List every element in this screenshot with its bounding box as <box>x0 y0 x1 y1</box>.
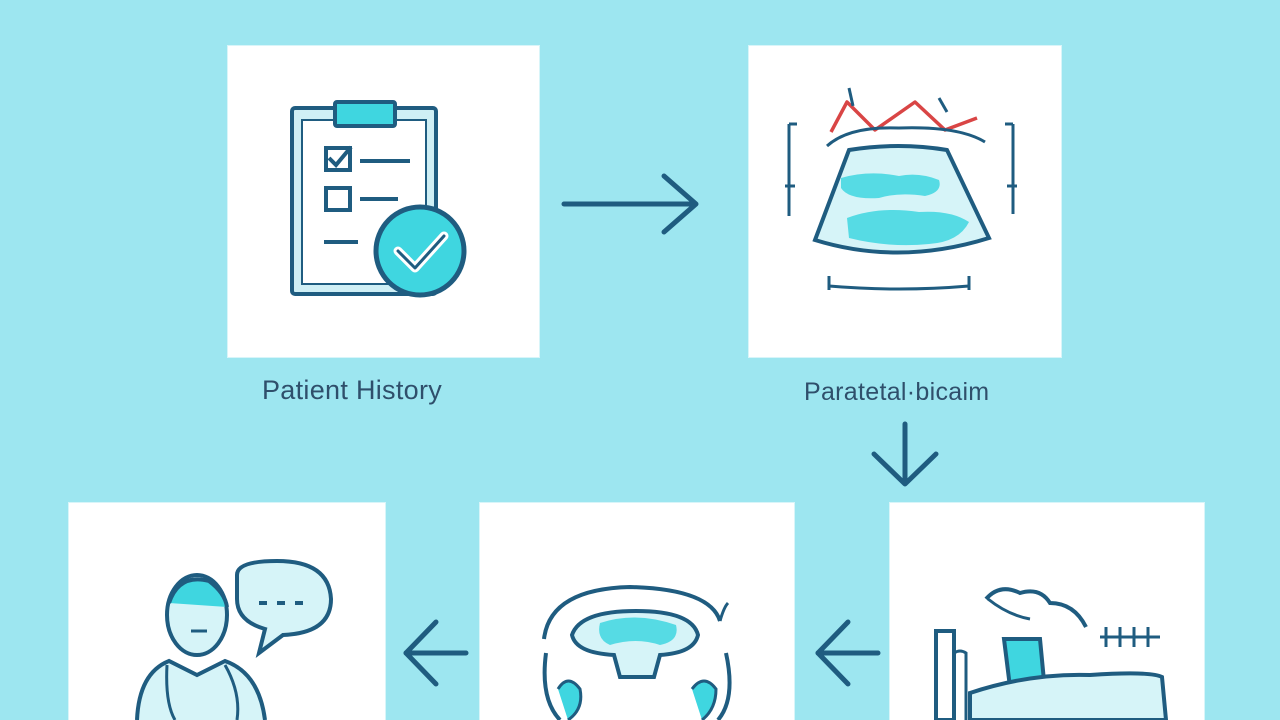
arrow-left-icon <box>815 619 881 687</box>
ultrasound-exam-icon <box>785 87 1017 291</box>
step-organ-card <box>480 503 794 720</box>
step-scan-card <box>890 503 1204 720</box>
step-consultation-card <box>69 503 385 720</box>
step-exam-card <box>749 46 1061 357</box>
step-label-exam: Paratetal·bicaim <box>804 378 990 406</box>
step-patient-history-card <box>228 46 539 357</box>
ultrasound-probe-icon <box>934 587 1169 720</box>
arrow-right-icon <box>561 173 699 235</box>
arrow-left-icon <box>403 619 469 687</box>
doctor-consultation-icon <box>135 558 334 720</box>
clipboard-check-icon <box>290 100 467 298</box>
step-label-patient-history: Patient History <box>262 375 443 405</box>
arrow-down-icon <box>871 421 939 487</box>
pelvic-organ-icon <box>542 584 732 720</box>
